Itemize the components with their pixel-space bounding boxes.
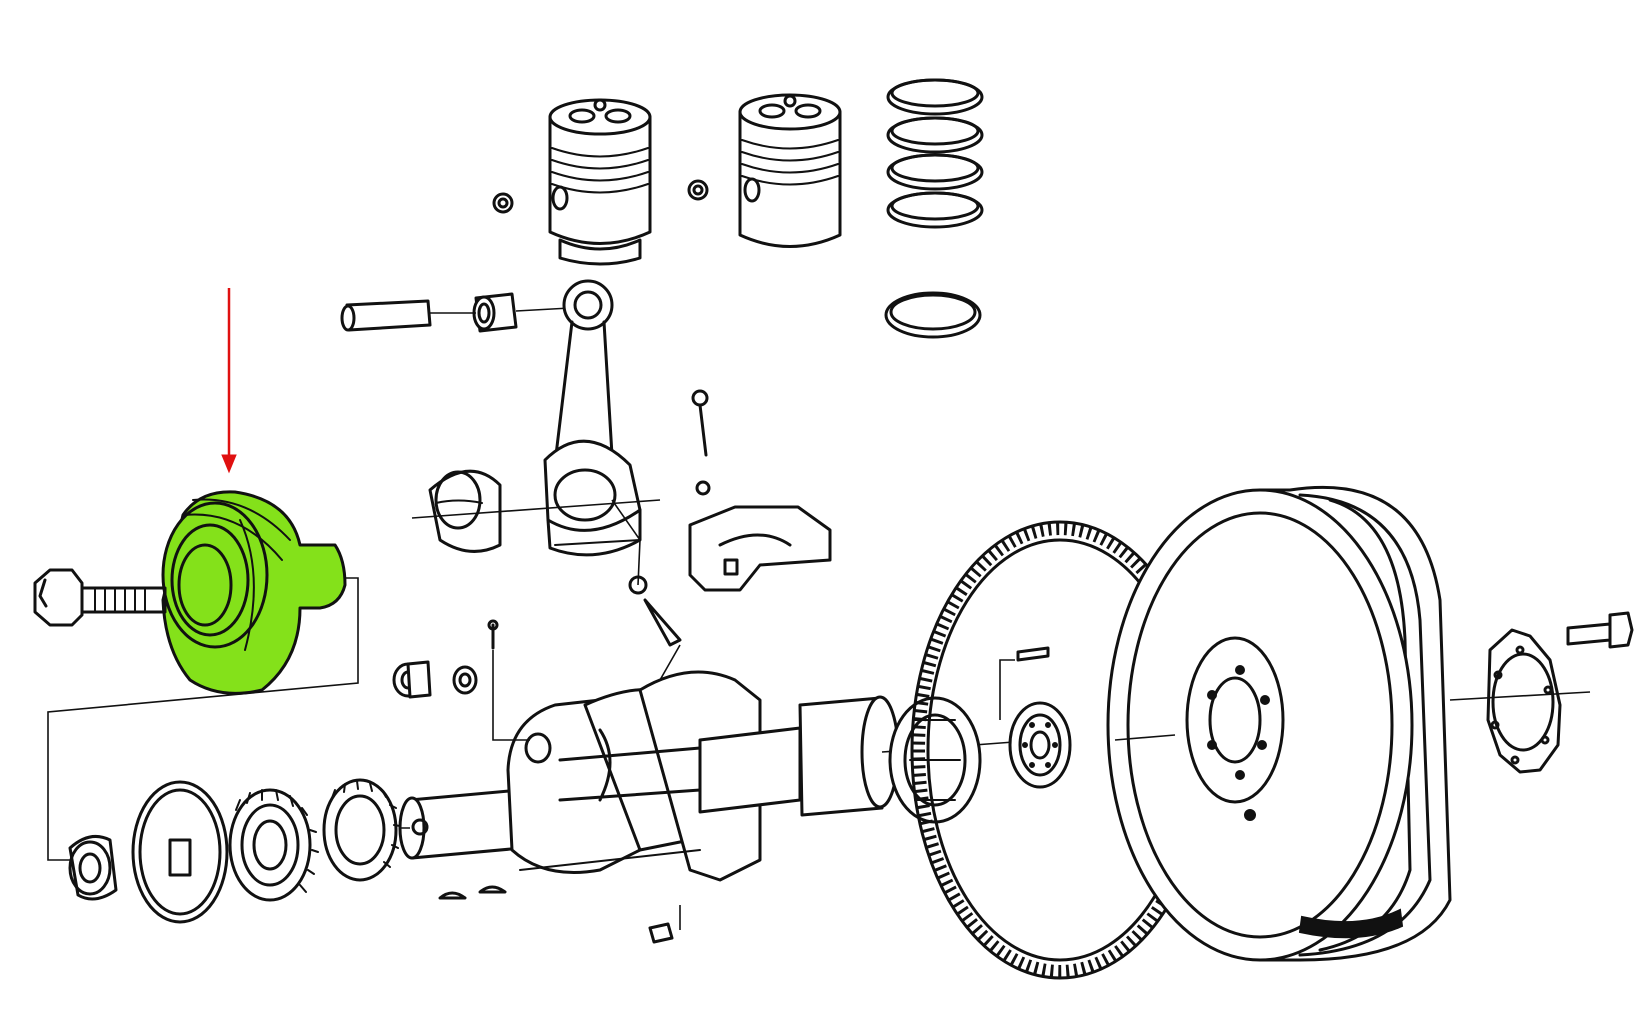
leader-frame bbox=[47, 577, 359, 861]
piston-rings bbox=[886, 78, 984, 229]
piston-left bbox=[548, 98, 652, 266]
crankshaft-plug bbox=[392, 660, 432, 699]
drain-plug bbox=[648, 905, 681, 944]
leader-crank-axis-upper bbox=[411, 499, 661, 519]
plug-washer bbox=[452, 665, 478, 695]
crankshaft bbox=[398, 670, 900, 882]
crankshaft-pulley bbox=[161, 490, 347, 695]
front-oil-seal bbox=[68, 834, 118, 901]
dowel-pin-upper bbox=[487, 619, 499, 650]
rod-bolt-upper bbox=[691, 389, 711, 496]
dowel-pin-flywheel bbox=[999, 646, 1050, 720]
snap-ring bbox=[884, 291, 982, 339]
leader-pin-axis bbox=[430, 307, 571, 314]
rear-main-seal bbox=[888, 696, 982, 824]
piston-pin-circlip-right bbox=[687, 179, 709, 201]
piston-pin bbox=[340, 299, 432, 332]
bearing-shell bbox=[428, 469, 502, 553]
leader-rod-bolt bbox=[611, 499, 681, 681]
connecting-rod bbox=[543, 279, 642, 557]
woodruff-key-2 bbox=[478, 885, 507, 894]
leader-flywheel-axis bbox=[1114, 734, 1176, 741]
rod-bolt-lower bbox=[628, 575, 682, 647]
leader-lock-plate bbox=[1449, 691, 1591, 701]
pointer-arrow bbox=[221, 288, 237, 474]
timing-gear-1 bbox=[228, 788, 319, 902]
connecting-rod-cap bbox=[688, 505, 832, 592]
pilot-bearing bbox=[1008, 701, 1072, 789]
pulley-bolt bbox=[33, 568, 167, 627]
woodruff-key-1 bbox=[438, 891, 467, 900]
leader-plug bbox=[492, 650, 530, 741]
piston-pin-circlip-left bbox=[492, 192, 514, 214]
small-end-bushing bbox=[472, 292, 518, 333]
flywheel-bolt bbox=[1566, 611, 1634, 649]
flywheel bbox=[1106, 485, 1452, 962]
oil-slinger bbox=[131, 780, 229, 924]
timing-gear-2 bbox=[322, 778, 401, 882]
lock-plate bbox=[1486, 628, 1562, 774]
piston-right bbox=[738, 93, 842, 248]
